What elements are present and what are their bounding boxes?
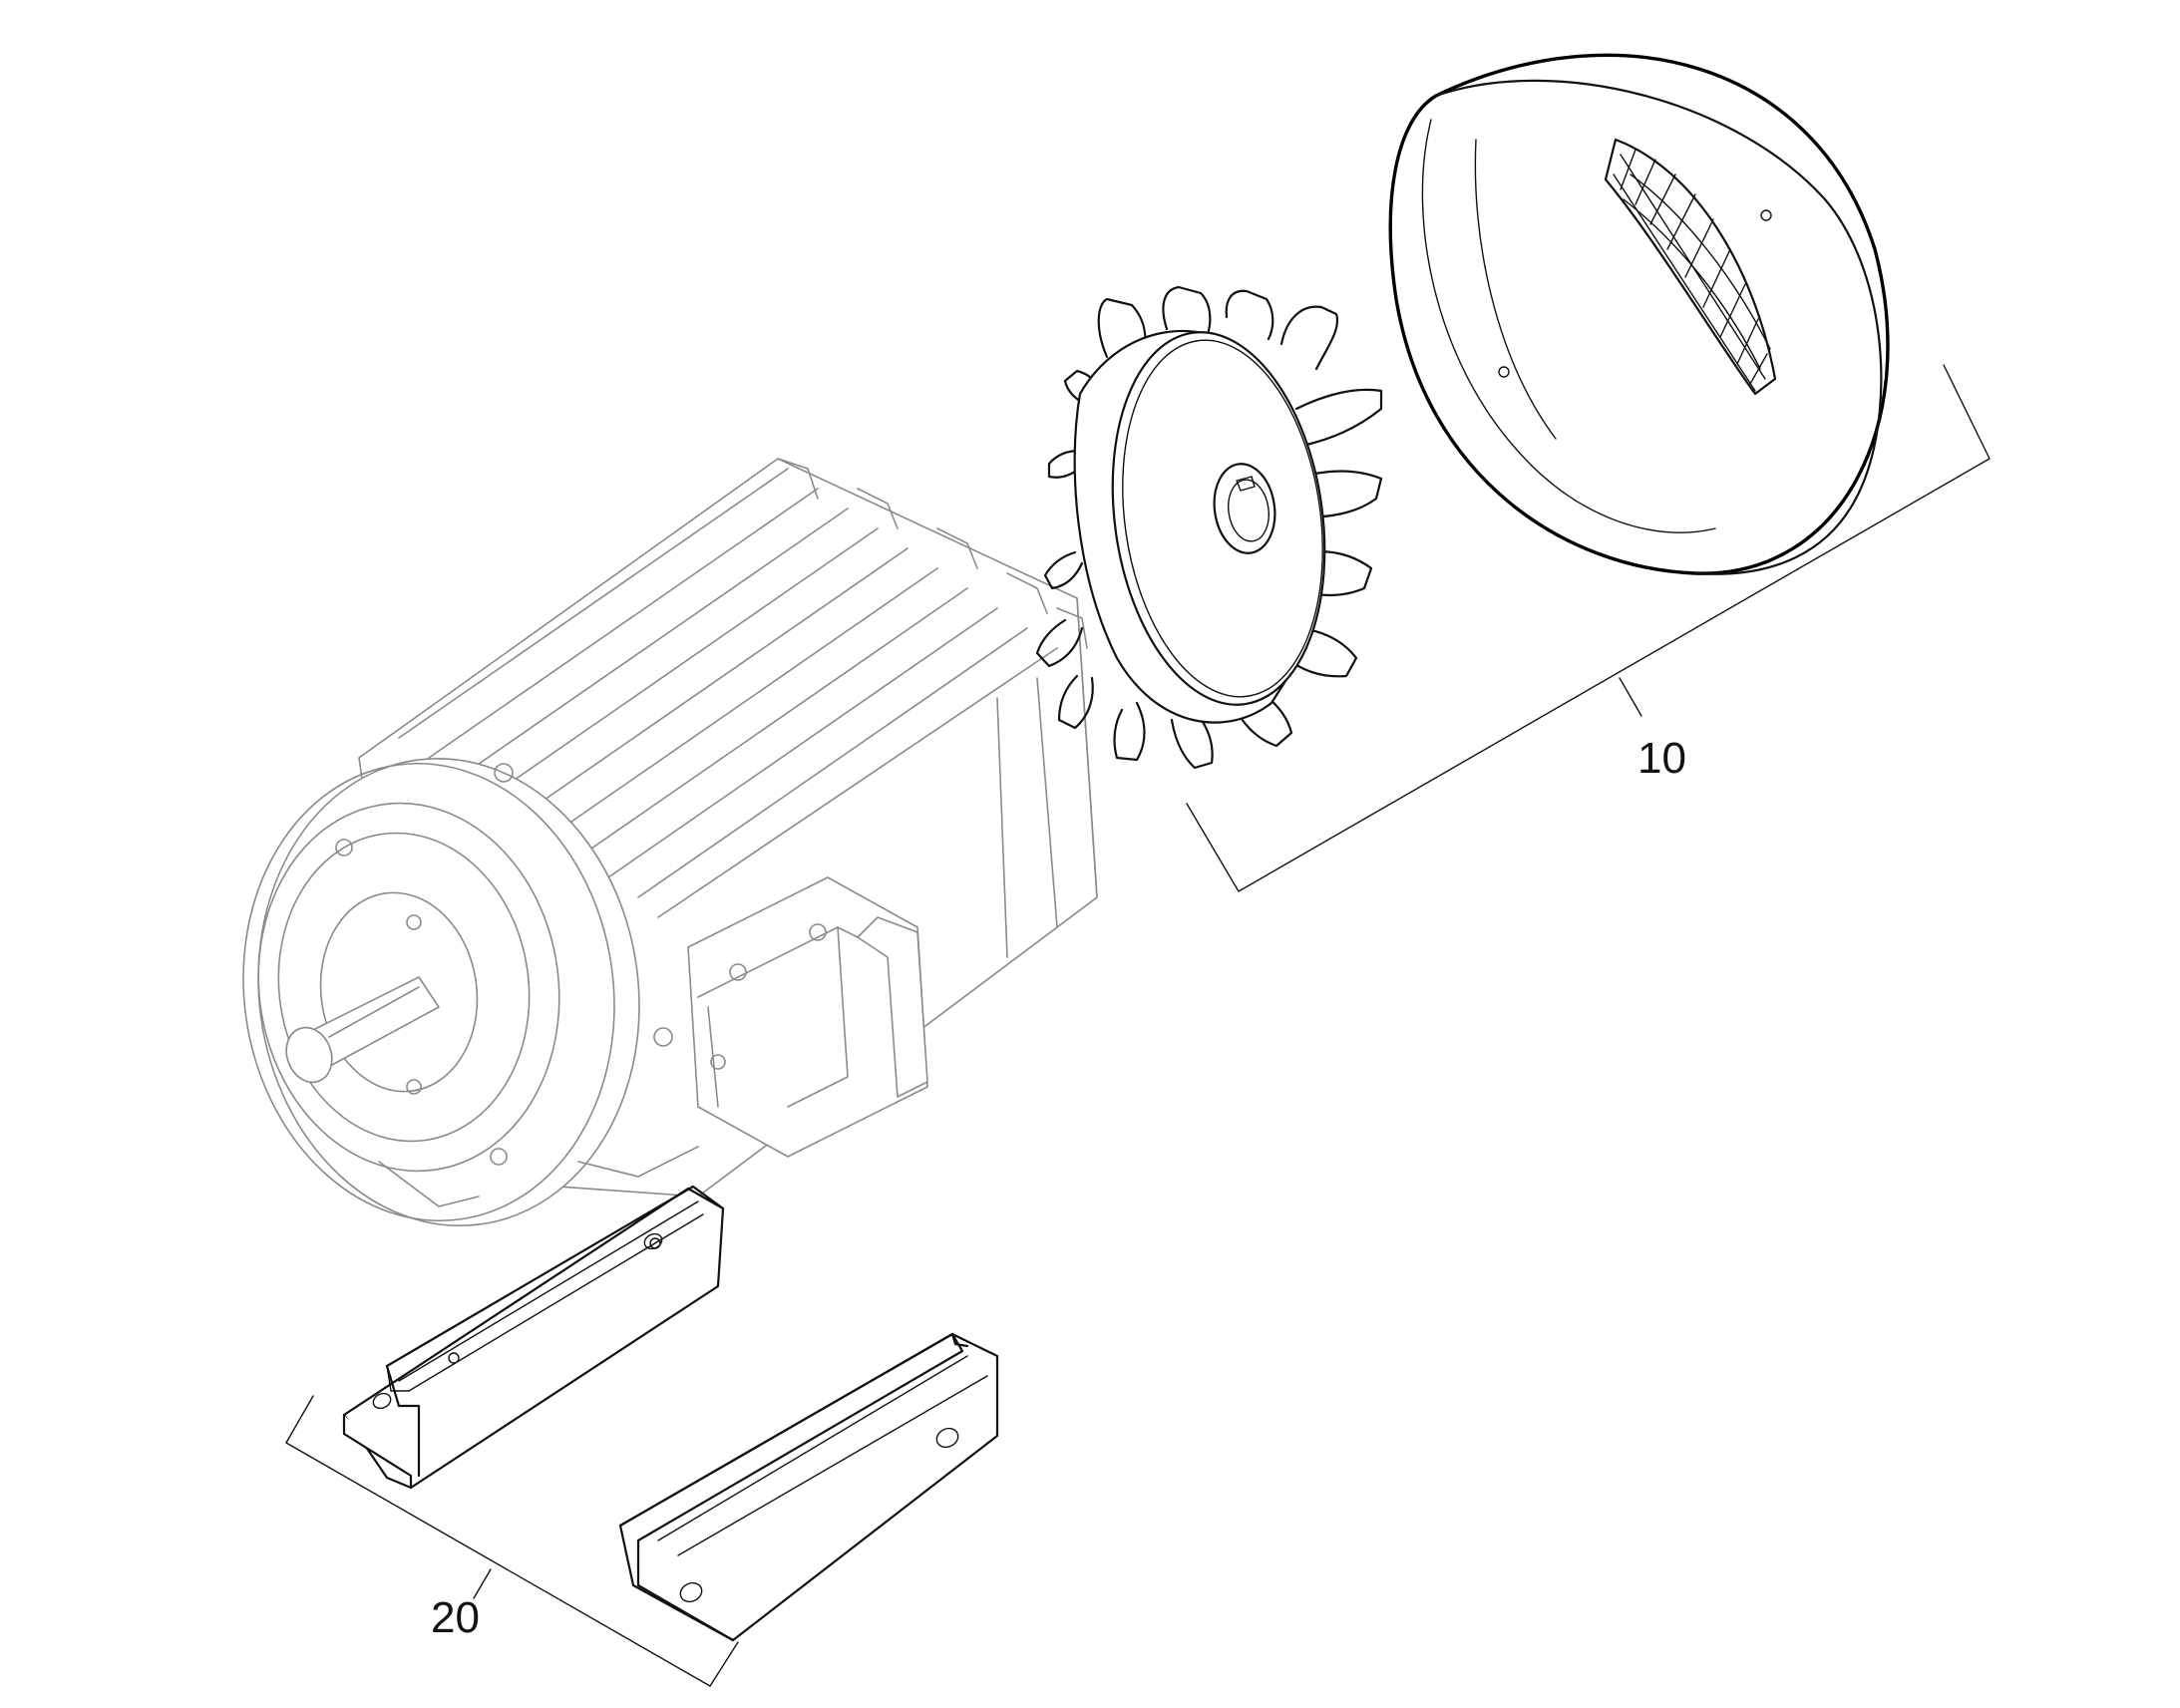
callout-bracket-20 bbox=[285, 1395, 739, 1687]
callout-bracket-10 bbox=[1186, 364, 1991, 892]
mounting-foot-right bbox=[618, 1332, 999, 1642]
callout-label-10: 10 bbox=[1637, 734, 1686, 783]
motor-terminal-box bbox=[687, 876, 928, 1158]
cooling-fan bbox=[1035, 285, 1383, 770]
motor-shaft bbox=[285, 976, 440, 1084]
fan-cover bbox=[1388, 53, 1890, 575]
electric-motor bbox=[242, 458, 1098, 1227]
fan-hub bbox=[1213, 463, 1276, 554]
mounting-foot-left bbox=[342, 1185, 725, 1490]
fan-cover-grille bbox=[1604, 138, 1777, 396]
callout-label-20: 20 bbox=[431, 1593, 480, 1642]
